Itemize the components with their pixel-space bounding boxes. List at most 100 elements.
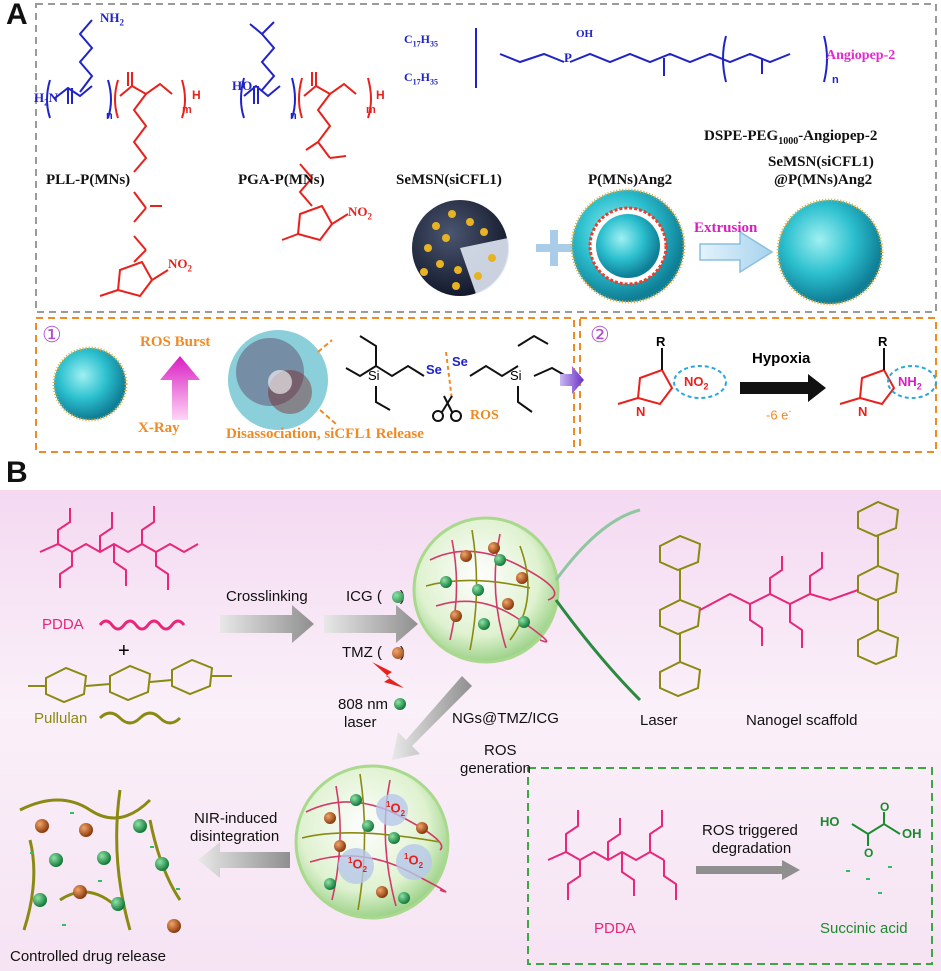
ros-generation-line2: generation [460, 760, 531, 777]
phosphate-p-label: P [564, 50, 572, 65]
pullulan-label: Pullulan [34, 710, 88, 727]
nanogel-ngs [412, 516, 560, 664]
pga-n-label: n [290, 110, 297, 122]
crosslinking-label: Crosslinking [226, 588, 308, 605]
singlet-oxygen-1: 1O2 [386, 800, 406, 818]
combo-label-line1: SeMSN(siCFL1) [768, 154, 874, 170]
plus-sign-b: + [118, 640, 130, 662]
si-label-2: Si [510, 368, 522, 383]
se-label-2: Se [452, 354, 468, 369]
r-label-2: R [878, 334, 888, 349]
scissors-icon [432, 395, 462, 422]
hypoxia-arrow [740, 374, 826, 402]
pga-ho-label: HO [232, 78, 253, 93]
succinic-ho-label: HO [820, 814, 840, 829]
no2-label-box2: NO2 [684, 374, 709, 392]
drug-release-fragments [19, 789, 182, 933]
purple-arrow [560, 366, 584, 394]
c17-label-1: C17H35 [404, 32, 439, 49]
pga-label: PGA-P(MNs) [238, 172, 325, 188]
pga-structure [240, 21, 372, 242]
icg-bead-laser [394, 698, 406, 710]
aminoimidazole-structure [839, 348, 896, 406]
electrons-label: -6 e- [766, 406, 792, 423]
no2-circle [673, 365, 727, 399]
succinic-structure [851, 812, 901, 846]
degradation-box [527, 767, 933, 965]
panel-a-letter: A [6, 0, 28, 31]
ros-label: ROS [470, 408, 499, 423]
pll-no2-label: NO2 [168, 256, 192, 274]
pdda-degrade-structure [547, 810, 677, 900]
ros-triggered-line2: degradation [712, 840, 792, 857]
semsn-particle [412, 200, 510, 296]
pga-m-label: m [366, 104, 376, 116]
dissociation-label: Disassociation, siCFL1 Release [226, 426, 424, 442]
xray-arrow [160, 356, 200, 420]
ros-generation-line1: ROS [484, 742, 517, 759]
disulfide-linker [345, 334, 567, 413]
pga-no2-label: NO2 [348, 204, 372, 222]
plus-sign-a [536, 230, 572, 266]
combo-particle [776, 198, 884, 306]
singlet-oxygen-2: 1O2 [348, 856, 368, 874]
nh2-label-box2: NH2 [898, 374, 922, 392]
laser-bolt-icon [372, 662, 404, 688]
pullulan-structure [28, 658, 232, 704]
pdda-structure [39, 506, 199, 590]
pll-m-label: m [182, 104, 192, 116]
nanogel-ros [294, 764, 450, 920]
extrusion-label: Extrusion [694, 220, 758, 236]
semsn-label: SeMSN(siCFL1) [396, 172, 502, 188]
pga-h-label: H [376, 88, 385, 102]
nir-arrow [198, 842, 290, 878]
nanogel-scaffold-label: Nanogel scaffold [746, 712, 858, 729]
succinic-o-label-2: O [880, 800, 890, 814]
ros-burst-particle [52, 346, 128, 422]
nitroimidazole-structure [617, 348, 674, 406]
pll-structure [46, 19, 186, 298]
pll-h-label: H [192, 88, 201, 102]
pullulan-wave [98, 711, 182, 725]
r-label-1: R [656, 334, 666, 349]
pmns-particle [570, 188, 686, 304]
laser808-label-line1: 808 nm [338, 696, 389, 713]
icg-label: ICG () [346, 588, 405, 605]
succinic-o-label-1: O [864, 846, 874, 860]
crosslinking-arrow [220, 605, 314, 643]
nanogel-scaffold-structure [659, 500, 900, 698]
n-label-1: N [636, 404, 646, 419]
box2-number: ② [590, 322, 610, 347]
degradation-arrow [696, 860, 800, 880]
laser-label: Laser [640, 712, 678, 729]
pdda-degrade-label: PDDA [594, 920, 636, 937]
dspe-label: DSPE-PEG1000-Angiopep-2 [704, 128, 878, 147]
angiopep-label: Angiopep-2 [826, 48, 896, 63]
ros-burst-label: ROS Burst [140, 334, 211, 350]
pdda-wave [98, 619, 186, 631]
laser808-label-line2: laser [344, 714, 377, 731]
ros-generation-arrow [392, 676, 472, 760]
n-label-2: N [858, 404, 868, 419]
nir-label-line2: disintegration [190, 828, 280, 845]
ngs-label: NGs@TMZ/ICG [452, 710, 559, 727]
dspe-n-label: n [832, 74, 839, 86]
nir-label-line1: NIR-induced [194, 810, 278, 827]
extrusion-arrow [699, 230, 774, 274]
pll-label: PLL-P(MNs) [46, 172, 131, 188]
pmns-label: P(MNs)Ang2 [588, 172, 673, 188]
ros-triggered-line1: ROS triggered [702, 822, 798, 839]
succinic-acid-label: Succinic acid [820, 920, 908, 937]
singlet-oxygen-3: 1O2 [404, 852, 424, 870]
xray-label: X-Ray [138, 420, 180, 436]
nh2-circle [887, 365, 937, 399]
box1-number: ① [42, 322, 62, 347]
si-label-1: Si [368, 368, 380, 383]
disassociated-cluster [228, 330, 328, 430]
hypoxia-label: Hypoxia [752, 350, 811, 367]
c17-label-2: C17H35 [404, 70, 439, 87]
tmz-label: TMZ () [342, 644, 405, 661]
panel-b-letter: B [6, 456, 28, 489]
combo-label-line2: @P(MNs)Ang2 [774, 172, 873, 188]
